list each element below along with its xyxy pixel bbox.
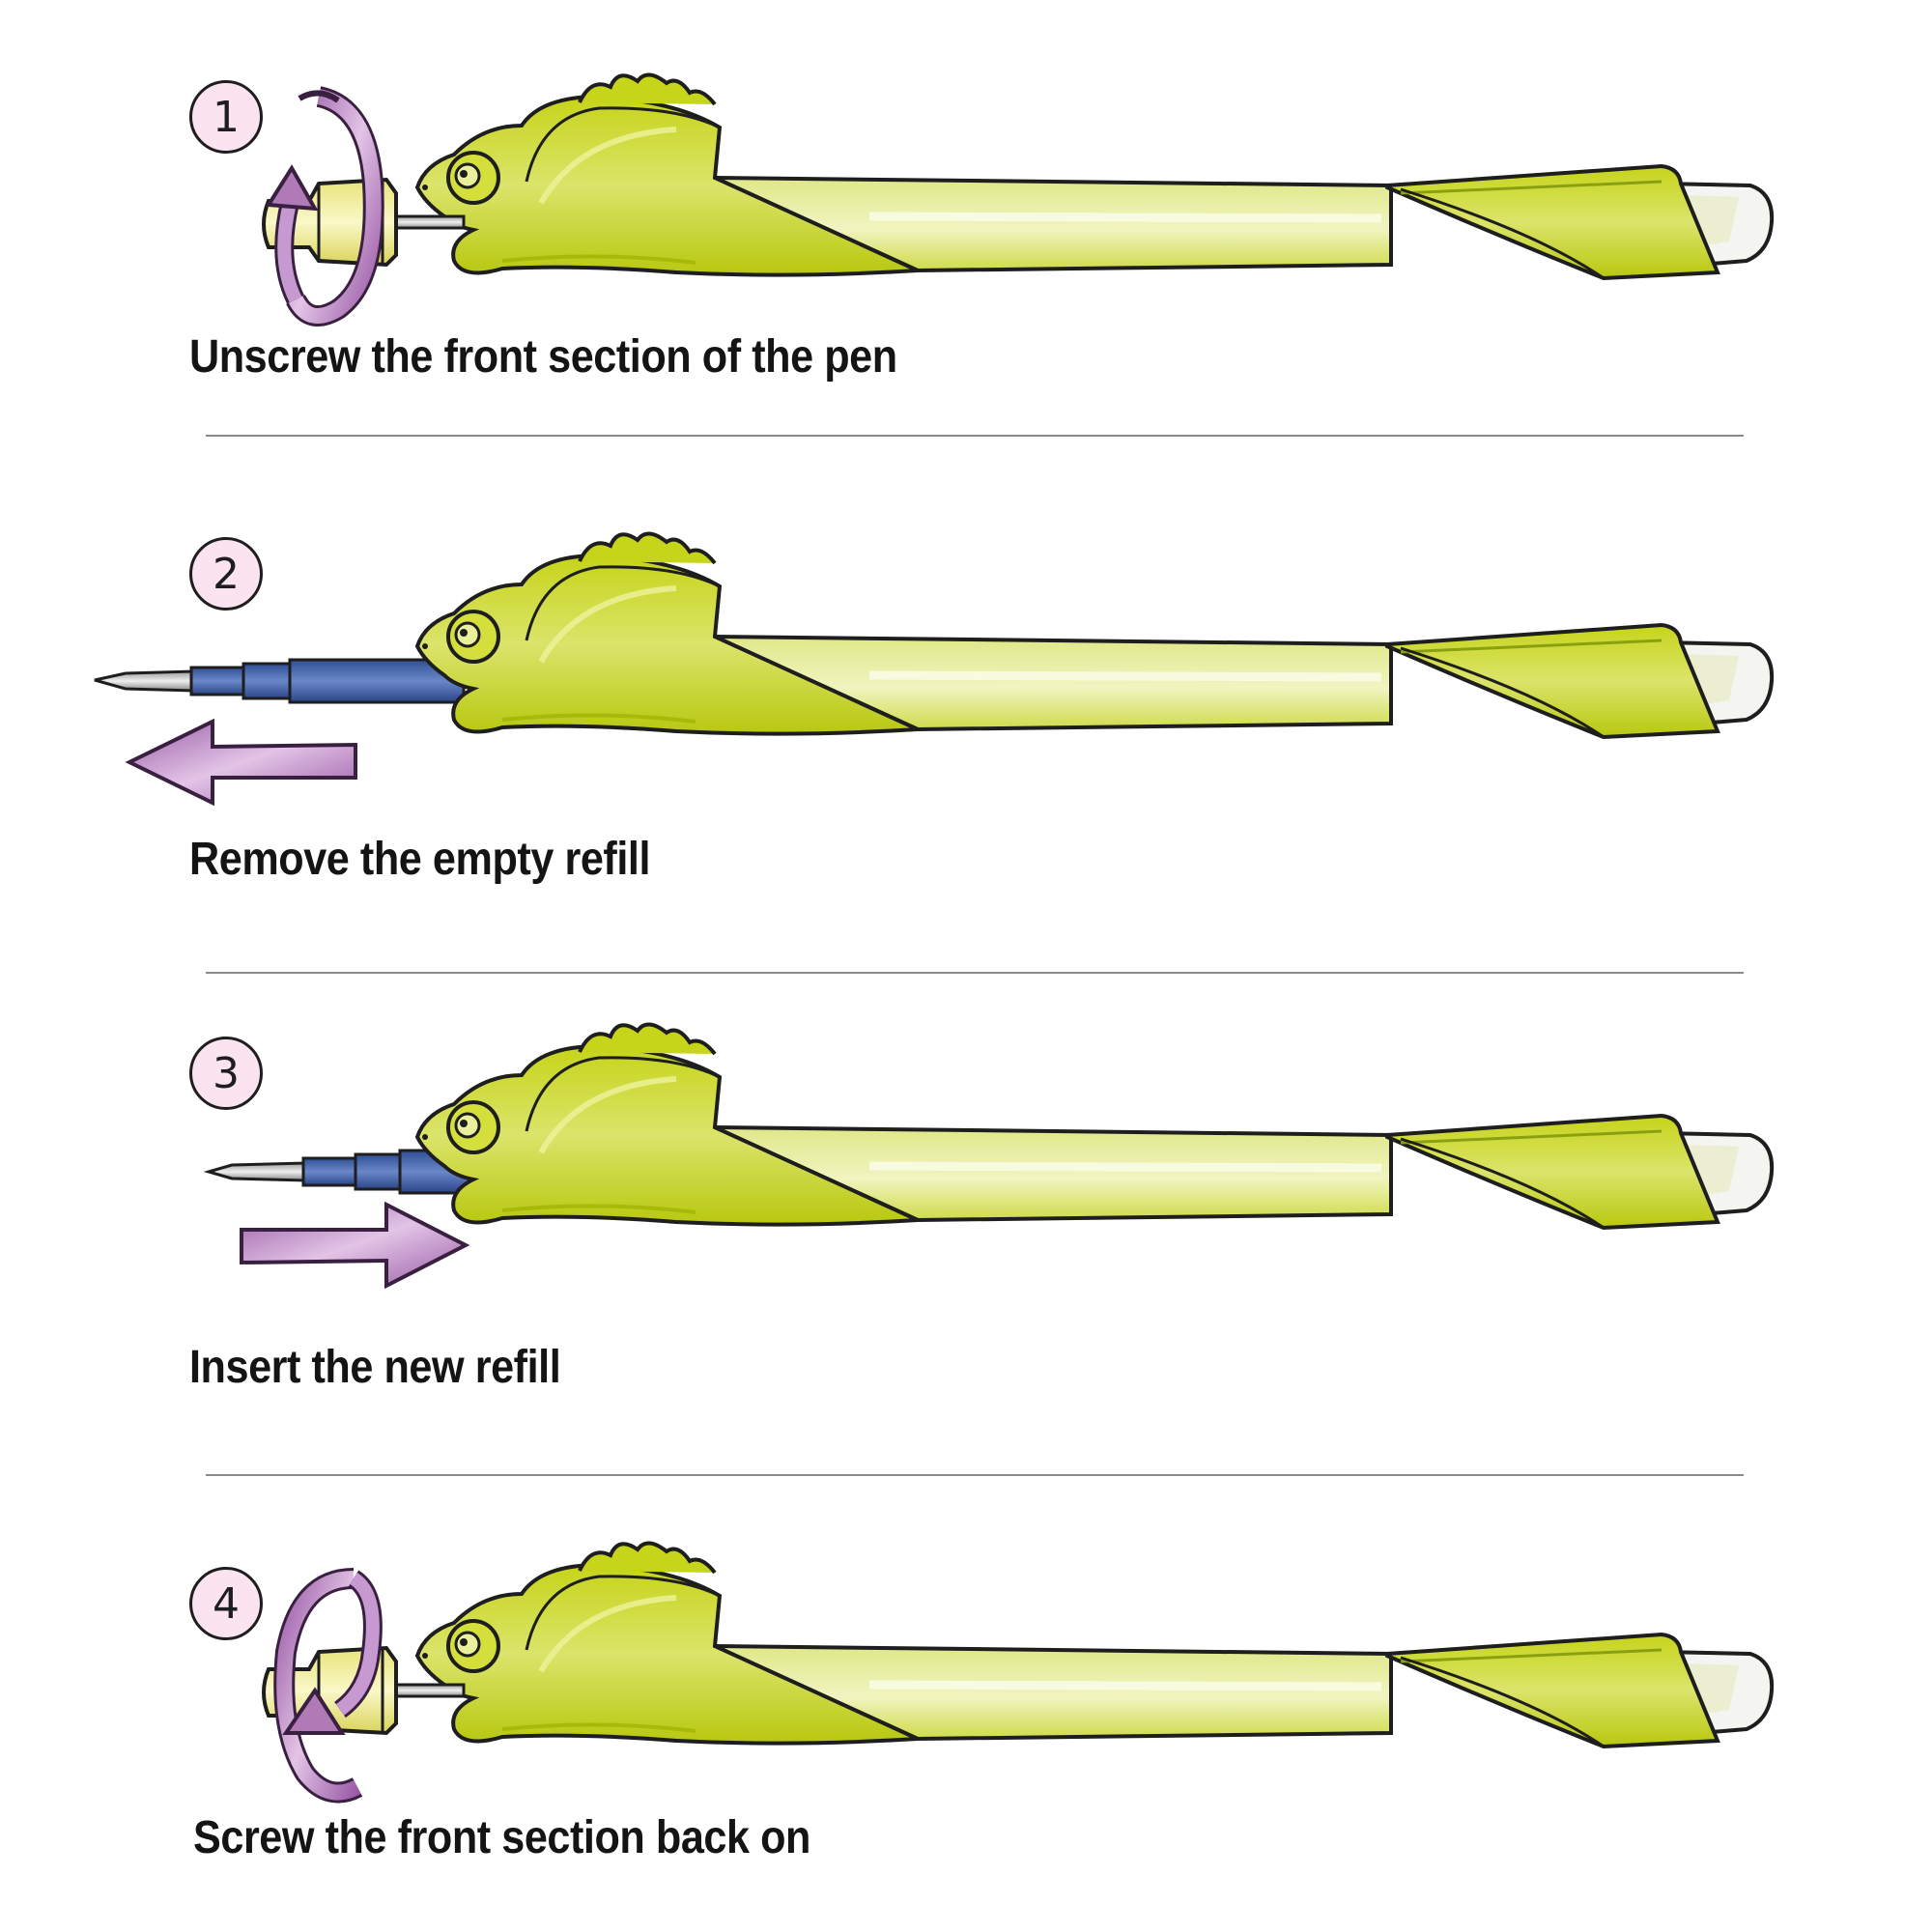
pen-illustration-insert-refill bbox=[203, 1046, 1932, 1290]
step-caption: Screw the front section back on bbox=[193, 1812, 810, 1863]
pen-illustration-unscrew bbox=[262, 97, 1932, 327]
arrow-right-icon bbox=[240, 1201, 470, 1290]
pen-illustration-screw-on bbox=[262, 1565, 1932, 1804]
rotate-arrow-icon bbox=[265, 86, 384, 327]
step-divider bbox=[206, 972, 1744, 974]
step-number-badge: 3 bbox=[189, 1037, 263, 1110]
arrow-left-icon bbox=[125, 718, 357, 807]
step-number-badge: 1 bbox=[189, 80, 263, 154]
rotate-arrow-icon bbox=[273, 1568, 383, 1804]
step-divider bbox=[206, 1474, 1744, 1476]
step-number-badge: 4 bbox=[189, 1567, 263, 1640]
step-caption: Unscrew the front section of the pen bbox=[189, 331, 897, 383]
step-divider bbox=[206, 435, 1744, 437]
pen-illustration-remove-refill bbox=[94, 555, 1932, 807]
step-caption: Remove the empty refill bbox=[189, 834, 650, 885]
refill-icon bbox=[94, 658, 466, 704]
step-number-badge: 2 bbox=[189, 537, 263, 611]
step-caption: Insert the new refill bbox=[189, 1342, 561, 1393]
refill-icon bbox=[203, 1149, 479, 1195]
